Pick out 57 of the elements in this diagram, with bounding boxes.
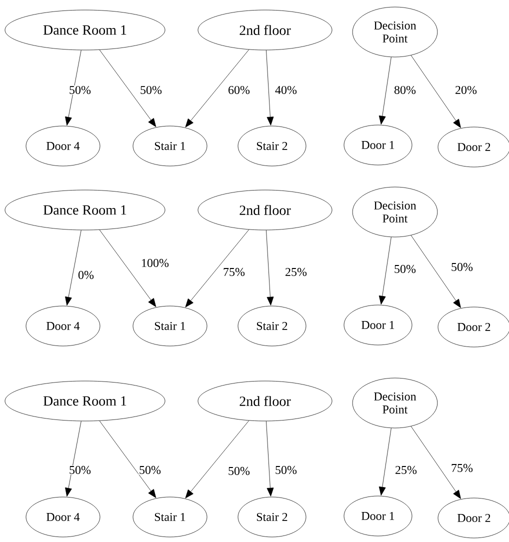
- edge-label: 50%: [68, 465, 92, 475]
- ellipse-node: Door 4: [26, 496, 100, 538]
- arrow: [378, 56, 392, 125]
- arrow: [410, 55, 461, 128]
- arrow: [266, 50, 274, 126]
- ellipse-node: 2nd floor: [198, 10, 332, 50]
- edge-label: 60%: [228, 85, 250, 95]
- arrow: [410, 426, 461, 499]
- ellipse-node: Door 4: [26, 126, 100, 166]
- arrow: [410, 235, 461, 308]
- ellipse-node: 2nd floor: [198, 190, 332, 230]
- ellipse-node: Door 1: [344, 496, 412, 536]
- edge-label: 25%: [284, 267, 308, 277]
- ellipse-node: Dance Room 1: [4, 380, 166, 422]
- ellipse-node: Stair 2: [238, 126, 306, 166]
- ellipse-node: Stair 1: [132, 126, 208, 166]
- ellipse-node: Decision Point: [352, 186, 438, 238]
- edge-label: 50%: [68, 85, 92, 95]
- ellipse-node: Decision Point: [352, 378, 438, 428]
- edge-label: 50%: [274, 465, 298, 475]
- arrow: [378, 428, 392, 496]
- arrow: [266, 421, 274, 496]
- edge-label: 50%: [140, 85, 162, 95]
- edge-label: 100%: [140, 258, 170, 268]
- ellipse-node: Door 4: [26, 306, 100, 346]
- ellipse-node: Stair 2: [238, 306, 306, 346]
- arrow: [266, 230, 274, 306]
- edge-label: 80%: [394, 85, 416, 95]
- ellipse-node: Decision Point: [352, 6, 438, 58]
- arrow: [65, 230, 82, 306]
- edge-label: 50%: [138, 465, 162, 475]
- arrow: [99, 230, 156, 307]
- edge-label: 20%: [454, 85, 478, 95]
- arrow: [378, 236, 392, 305]
- ellipse-node: Door 1: [344, 304, 412, 346]
- edge-label: 40%: [274, 85, 298, 95]
- arrow: [99, 420, 156, 498]
- ellipse-node: Stair 1: [132, 306, 208, 346]
- arrow: [185, 49, 250, 128]
- edge-label: 75%: [222, 267, 246, 277]
- ellipse-node: Stair 2: [238, 496, 306, 538]
- arrow: [65, 420, 82, 497]
- arrow: [185, 229, 250, 308]
- arrow: [99, 50, 156, 127]
- edge-label: 0%: [78, 270, 94, 280]
- ellipse-node: Dance Room 1: [4, 190, 166, 230]
- ellipse-node: Dance Room 1: [4, 10, 166, 50]
- ellipse-node: Stair 1: [132, 496, 208, 538]
- ellipse-node: 2nd floor: [198, 380, 332, 422]
- edge-label: 50%: [394, 264, 416, 274]
- edge-label: 50%: [450, 262, 474, 272]
- arrow: [65, 50, 82, 126]
- arrow: [185, 420, 250, 498]
- edge-label: 50%: [228, 466, 250, 476]
- ellipse-node: Door 1: [344, 124, 412, 166]
- edge-label: 25%: [394, 465, 418, 475]
- edge-label: 75%: [450, 463, 474, 473]
